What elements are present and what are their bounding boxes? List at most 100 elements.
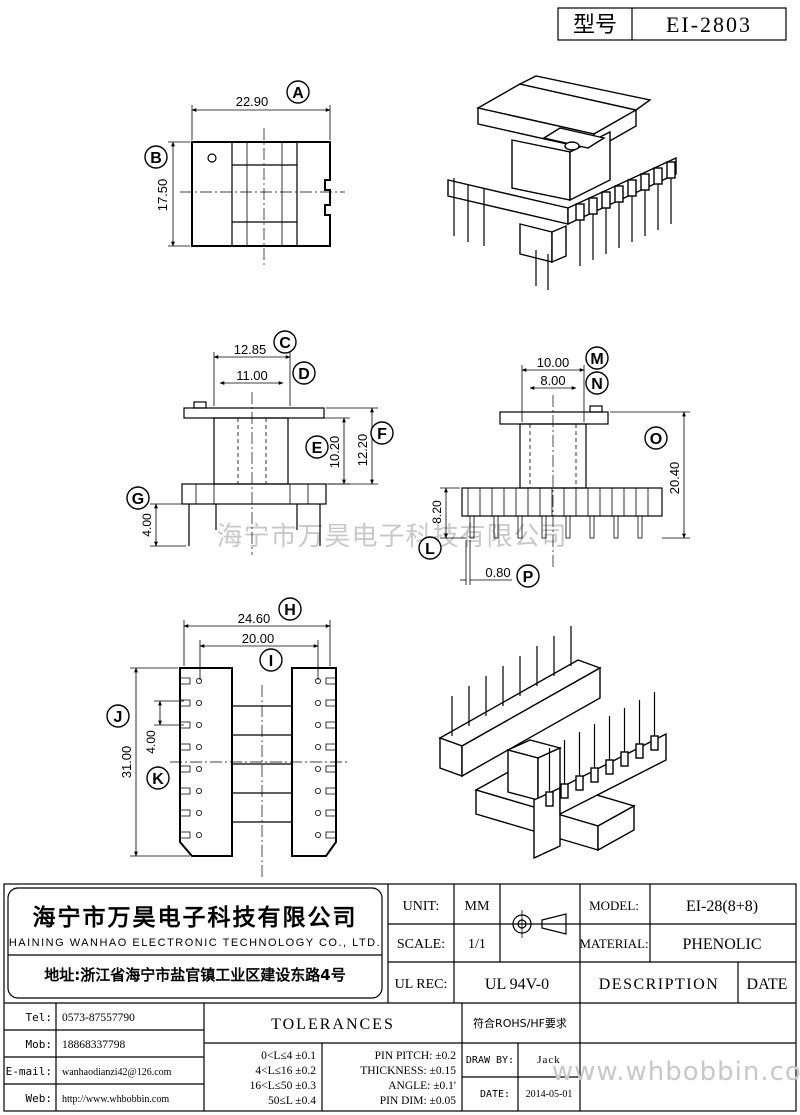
dim-g-value: 4.00 [140, 513, 154, 537]
material-value: PHENOLIC [682, 936, 761, 953]
callout-k: K [146, 766, 170, 790]
dim-d-value: 11.00 [236, 368, 268, 383]
tolerance-range: 4<L≤16 ±0.2 [255, 1065, 316, 1077]
side-view: 10.00 8.00 20.40 8.20 0.80 [430, 355, 690, 585]
callout-o: O [644, 426, 668, 450]
contact-value: http://www.whbobbin.com [62, 1094, 169, 1105]
dim-c-value: 12.85 [234, 342, 267, 357]
draw-by-value: Jack [537, 1054, 561, 1066]
company-name-en: HAINING WANHAO ELECTRONIC TECHNOLOGY CO.… [9, 937, 381, 949]
dim-e-value: 10.20 [327, 436, 342, 469]
footer-watermark: www.whbobbin.com [552, 1057, 800, 1087]
projection-symbol-icon [508, 910, 567, 938]
tolerance-spec: PIN DIM: ±0.05 [380, 1095, 457, 1107]
company-address: 地址:浙江省海宁市盐官镇工业区建设东路4号 [44, 966, 345, 984]
date-label: DATE [747, 976, 788, 993]
svg-text:P: P [523, 569, 534, 586]
callout-h: H [278, 597, 302, 621]
ul-label: UL REC: [395, 977, 448, 992]
top-view: 22.90 17.50 [155, 94, 345, 265]
dim-n-value: 8.00 [540, 373, 565, 388]
callout-a: A [286, 80, 310, 104]
scale-label: SCALE: [397, 937, 445, 952]
callout-g: G [126, 486, 150, 510]
tolerance-range: 50≤L ±0.4 [268, 1095, 316, 1107]
contact-label: Tel: [26, 1011, 53, 1024]
contact-label: E-mail: [6, 1065, 52, 1078]
svg-text:J: J [114, 709, 123, 726]
unit-value: MM [465, 899, 490, 914]
dim-p-value: 0.80 [485, 565, 510, 580]
svg-text:M: M [590, 351, 603, 368]
callout-e: E [305, 435, 329, 459]
dim-m-value: 10.00 [537, 355, 570, 370]
dim-b-value: 17.50 [155, 179, 170, 212]
dim-j-value: 31.00 [119, 746, 134, 779]
contact-value: wanhaodianzi42@126.com [62, 1067, 172, 1078]
unit-label: UNIT: [403, 899, 440, 914]
contact-value: 18868337798 [62, 1039, 126, 1051]
svg-text:H: H [284, 602, 296, 619]
dim-k-value: 4.00 [144, 730, 158, 754]
svg-text:A: A [292, 85, 304, 102]
callout-labels: A B CD E F G H I J K L MN O P [106, 80, 668, 790]
tolerance-spec: THICKNESS: ±0.15 [360, 1065, 456, 1077]
callout-m: M [585, 346, 609, 370]
dim-o-value: 20.40 [667, 462, 682, 495]
draw-by-label: DRAW BY: [466, 1055, 514, 1066]
material-label: MATERIAL: [579, 936, 648, 951]
callout-l: L [418, 536, 442, 560]
callout-c: C [273, 330, 297, 354]
svg-text:O: O [650, 431, 662, 448]
svg-text:D: D [298, 366, 310, 383]
svg-text:N: N [591, 376, 603, 393]
contact-label: Web: [26, 1092, 53, 1105]
svg-text:K: K [152, 771, 164, 788]
description-label: DESCRIPTION [599, 976, 720, 993]
svg-text:B: B [150, 150, 162, 167]
dim-h-value: 24.60 [238, 611, 271, 626]
dim-a-value: 22.90 [236, 94, 269, 109]
watermark-text: 海宁市万昊电子科技有限公司 [216, 522, 567, 552]
date-field-label: DATE: [480, 1089, 510, 1100]
date-value: 2014-05-01 [526, 1089, 573, 1100]
model-header: 型号 EI-2803 [557, 7, 787, 41]
tolerance-range: 0<L≤4 ±0.1 [261, 1050, 316, 1062]
callout-n: N [585, 371, 609, 395]
callout-d: D [292, 361, 316, 385]
callout-b: B [144, 145, 168, 169]
svg-text:G: G [132, 491, 144, 508]
contact-label: Mob: [26, 1038, 53, 1051]
dim-l-value: 8.20 [430, 500, 444, 524]
front-view: 12.85 11.00 10.20 12.20 4.00 [140, 342, 378, 555]
svg-text:L: L [425, 541, 435, 558]
dim-f-value: 12.20 [355, 434, 370, 467]
compliance-text: 符合ROHS/HF要求 [473, 1016, 567, 1030]
model-value: EI-28(8+8) [686, 898, 758, 915]
contact-value: 0573-87557790 [62, 1012, 135, 1024]
tolerance-range: 16<L≤50 ±0.3 [250, 1080, 317, 1092]
type-label: 型号 [573, 13, 617, 38]
title-block: 海宁市万昊电子科技有限公司 HAINING WANHAO ELECTRONIC … [3, 883, 800, 1112]
callout-j: J [106, 704, 130, 728]
bottom-view: 24.60 20.00 31.00 4.00 [119, 611, 350, 880]
model-code: EI-2803 [666, 12, 752, 37]
svg-text:F: F [377, 426, 387, 443]
tolerance-spec: ANGLE: ±0.1' [388, 1080, 456, 1092]
company-name-cn: 海宁市万昊电子科技有限公司 [33, 904, 358, 931]
callout-f: F [370, 421, 394, 445]
tolerance-spec: PIN PITCH: ±0.2 [375, 1050, 457, 1062]
isometric-view-assembled [447, 75, 677, 290]
svg-text:E: E [312, 440, 323, 457]
dim-i-value: 20.00 [242, 631, 275, 646]
callout-i: I [259, 648, 283, 672]
tolerances-title: TOLERANCES [271, 1016, 395, 1033]
scale-value: 1/1 [468, 937, 486, 952]
ul-value: UL 94V-0 [485, 976, 549, 993]
isometric-view-exploded [438, 626, 667, 860]
svg-text:I: I [269, 653, 273, 670]
svg-text:C: C [279, 335, 291, 352]
model-label: MODEL: [589, 898, 639, 913]
callout-p: P [516, 564, 540, 588]
